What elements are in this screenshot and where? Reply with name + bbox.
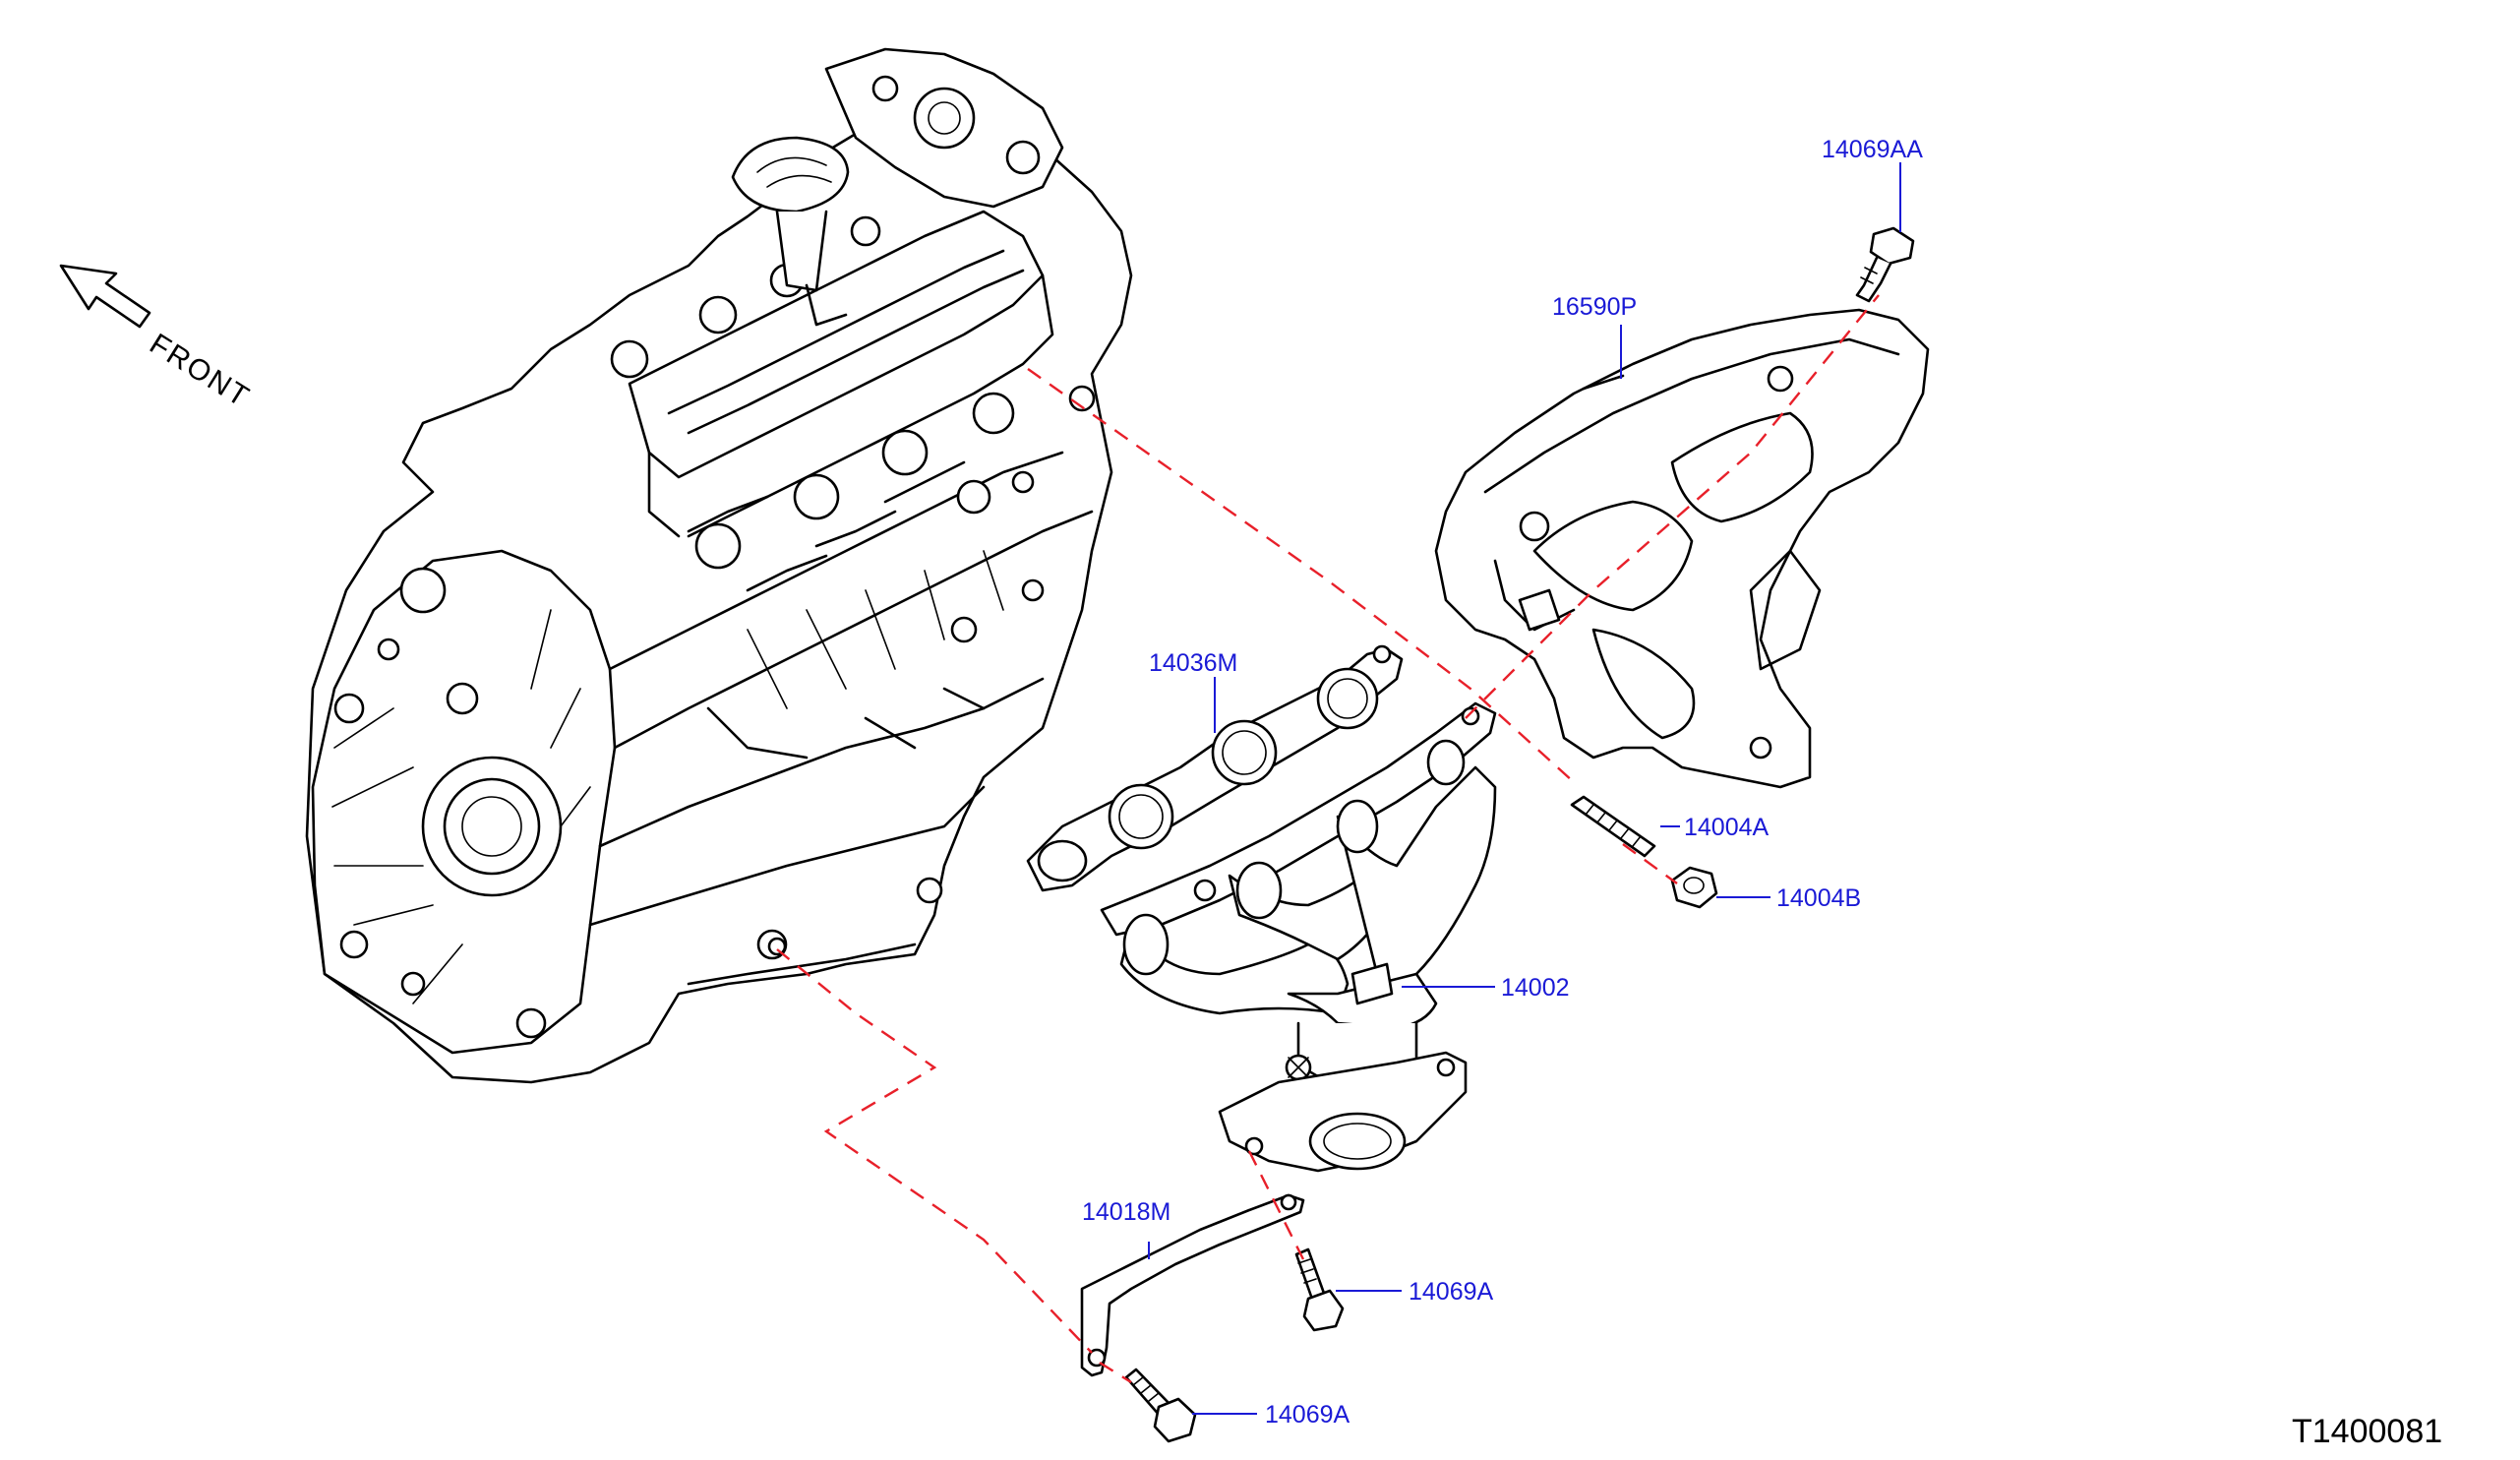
support-bracket-14018M [1080, 1193, 1305, 1377]
callout-label-14004A: 14004A [1684, 814, 1770, 841]
exhaust-manifold-14002 [1100, 701, 1497, 1173]
dashed-line-manifold-to-insulator-bolt [1465, 294, 1880, 719]
heat-insulator-16590P [1434, 308, 1930, 789]
assembly-dashed-lines [776, 294, 1880, 1384]
callout-label-14069A-lower: 14069A [1265, 1401, 1350, 1429]
dashed-line-head-to-stud [1027, 368, 1575, 783]
dashed-line-stud-to-nut [1622, 843, 1678, 884]
callout-label-14002: 14002 [1501, 974, 1570, 1002]
callout-labels: 14069AA 16590P 14036M 14004A 14004B 1400… [1082, 136, 1923, 1429]
engine-block [305, 47, 1133, 1084]
nut-14004B [1670, 866, 1718, 909]
bolt-14069A-lower [1124, 1368, 1197, 1443]
callout-label-14036M: 14036M [1149, 649, 1237, 677]
callout-label-14069AA: 14069AA [1822, 136, 1923, 163]
exhaust-manifold-gasket-14036M [1026, 644, 1404, 892]
stud-14004A [1570, 795, 1656, 858]
diagram-reference-code: T1400081 [2292, 1413, 2442, 1450]
dashed-line-bracket-to-lower-bolt [1099, 1361, 1132, 1384]
bolt-14069A-upper [1294, 1247, 1345, 1332]
callout-label-14004B: 14004B [1776, 884, 1861, 912]
bolt-14069AA [1855, 226, 1915, 303]
front-arrow-icon [59, 264, 151, 329]
callout-label-14069A-upper: 14069A [1409, 1278, 1494, 1306]
callout-leaders [1148, 162, 1901, 1415]
callout-label-16590P: 16590P [1552, 293, 1637, 321]
dashed-line-manifold-to-bracket-bolt [1247, 1150, 1305, 1260]
callout-label-14018M: 14018M [1082, 1198, 1170, 1226]
dashed-line-block-to-bracket [776, 948, 1093, 1354]
